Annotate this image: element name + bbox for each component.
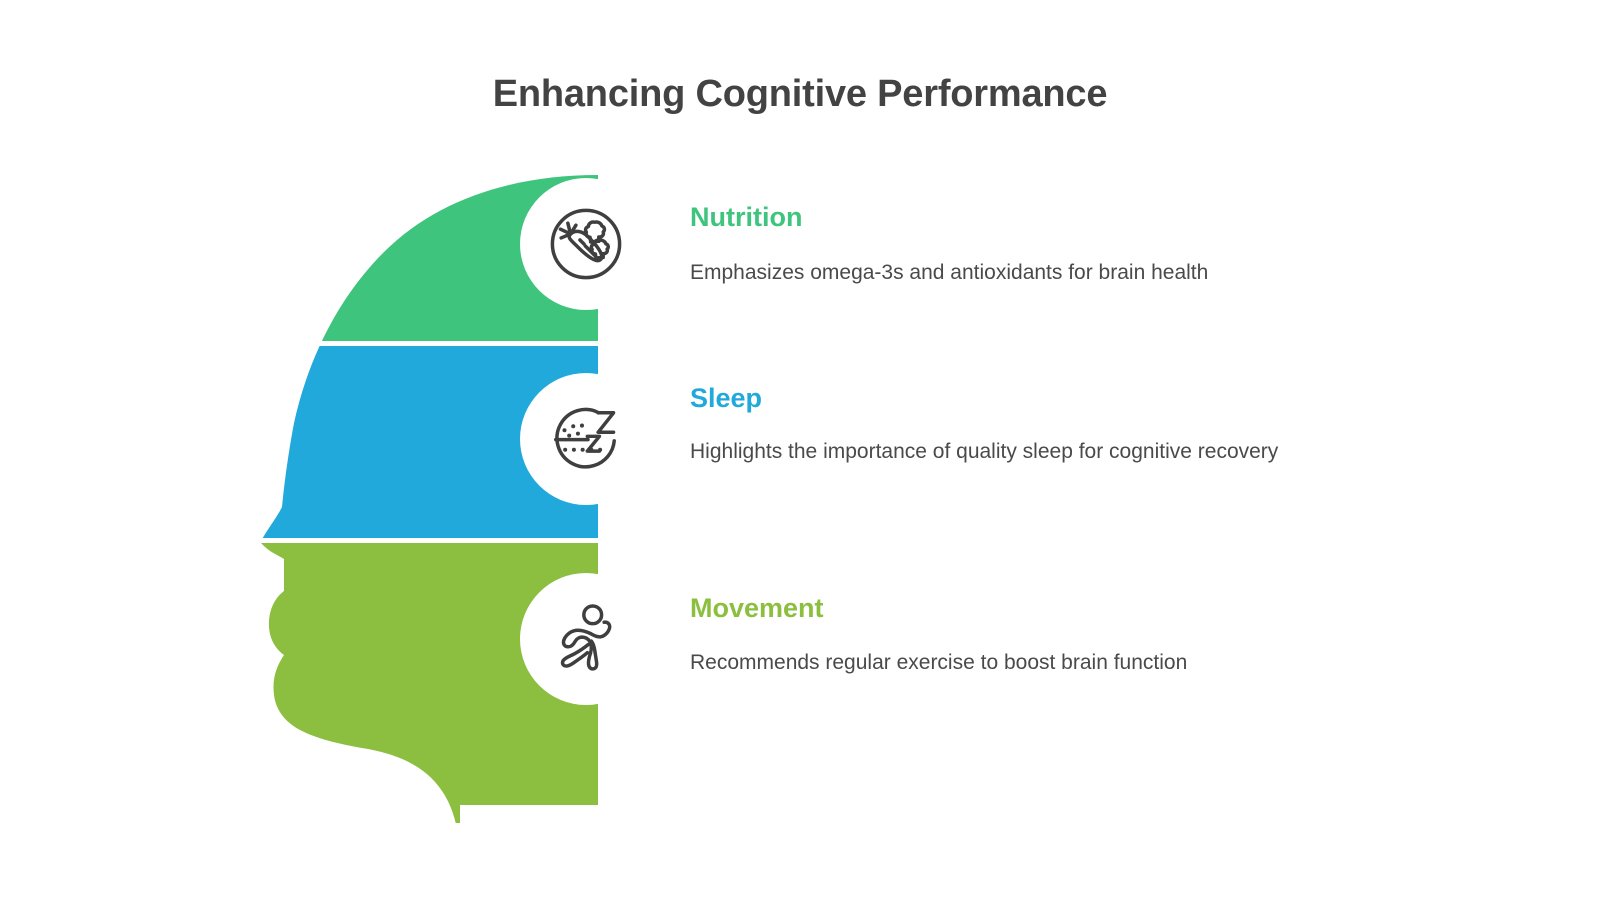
movement-icon-badge [520,573,652,705]
sleep-zzz-icon [554,407,616,469]
sleep-icon-badge [520,373,652,505]
head-band-movement [261,543,598,823]
head-profile-graphic [250,155,610,823]
page-title: Enhancing Cognitive Performance [492,73,1108,116]
sleep-description: Highlights the importance of quality sle… [690,440,1279,463]
nutrition-description: Emphasizes omega-3s and antioxidants for… [690,261,1209,284]
sleep-heading: Sleep [690,383,763,413]
sleep-text-block: Sleep Highlights the importance of quali… [690,381,1330,467]
movement-heading: Movement [690,593,824,623]
nutrition-text-block: Nutrition Emphasizes omega-3s and antiox… [690,200,1330,288]
running-person-icon [560,604,612,671]
movement-text-block: Movement Recommends regular exercise to … [690,591,1330,678]
vegetables-plate-icon [550,208,622,280]
head-band-sleep [262,346,598,538]
nutrition-heading: Nutrition [690,202,803,232]
nutrition-icon-badge [520,178,652,310]
movement-description: Recommends regular exercise to boost bra… [690,651,1188,674]
